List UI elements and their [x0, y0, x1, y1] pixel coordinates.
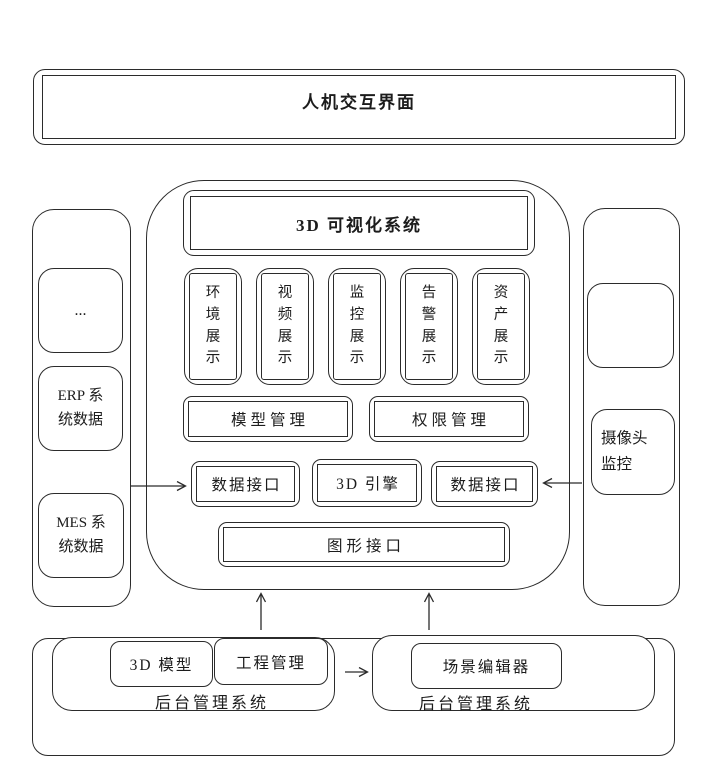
display-module-video: 视频展示	[256, 268, 314, 385]
erp-label-line1: ERP 系	[57, 388, 104, 405]
model-management-box: 模型管理	[183, 396, 353, 442]
other-data-source-box: ...	[38, 268, 123, 353]
system-title-label: 3D 可视化系统	[190, 196, 528, 250]
right-camera-panel	[583, 208, 680, 606]
display-module-environment-label: 环境展示	[205, 285, 221, 367]
model-management-label: 模型管理	[188, 401, 348, 437]
model-3d-label: 3D 模型	[129, 657, 194, 674]
display-module-alarm: 告警展示	[400, 268, 458, 385]
graphics-interface-box: 图形接口	[218, 522, 510, 567]
scene-editor-label: 场景编辑器	[442, 659, 531, 676]
project-management-box: 工程管理	[214, 638, 328, 685]
other-data-source-label: ...	[74, 301, 87, 319]
backend-system-right-label: 后台管理系统	[419, 696, 534, 713]
display-module-monitoring: 监控展示	[328, 268, 386, 385]
hmi-banner: 人机交互界面	[33, 69, 685, 145]
backend-system-left-label: 后台管理系统	[155, 695, 270, 712]
data-interface-right-box: 数据接口	[431, 461, 538, 507]
display-module-environment: 环境展示	[184, 268, 242, 385]
data-interface-left-box: 数据接口	[191, 461, 300, 507]
mes-label-line1: MES 系	[56, 515, 106, 532]
hmi-banner-label: 人机交互界面	[42, 75, 676, 139]
permission-management-label: 权限管理	[374, 401, 524, 437]
erp-label-line2: 统数据	[57, 411, 103, 428]
erp-data-box: ERP 系 统数据	[38, 366, 123, 451]
permission-management-box: 权限管理	[369, 396, 529, 442]
display-module-monitoring-label: 监控展示	[349, 285, 365, 367]
camera-label-line2: 监控	[601, 456, 633, 473]
model-3d-box: 3D 模型	[110, 641, 213, 687]
system-title-box: 3D 可视化系统	[183, 190, 535, 256]
data-interface-right-label: 数据接口	[436, 466, 533, 502]
engine-3d-box: 3D 引擎	[312, 459, 422, 507]
display-module-video-label: 视频展示	[277, 285, 293, 367]
scene-editor-box: 场景编辑器	[411, 643, 562, 689]
display-module-alarm-label: 告警展示	[421, 285, 437, 367]
camera-monitor-box: 摄像头 监控	[591, 409, 675, 495]
display-module-asset: 资产展示	[472, 268, 530, 385]
graphics-interface-label: 图形接口	[223, 527, 505, 562]
camera-empty-box	[587, 283, 674, 368]
engine-3d-label: 3D 引擎	[317, 464, 417, 502]
mes-label-line2: 统数据	[58, 538, 104, 555]
project-management-label: 工程管理	[235, 654, 306, 672]
display-module-asset-label: 资产展示	[493, 285, 509, 367]
camera-label-line1: 摄像头	[601, 429, 648, 447]
data-interface-left-label: 数据接口	[196, 466, 295, 502]
mes-data-box: MES 系 统数据	[38, 493, 124, 578]
